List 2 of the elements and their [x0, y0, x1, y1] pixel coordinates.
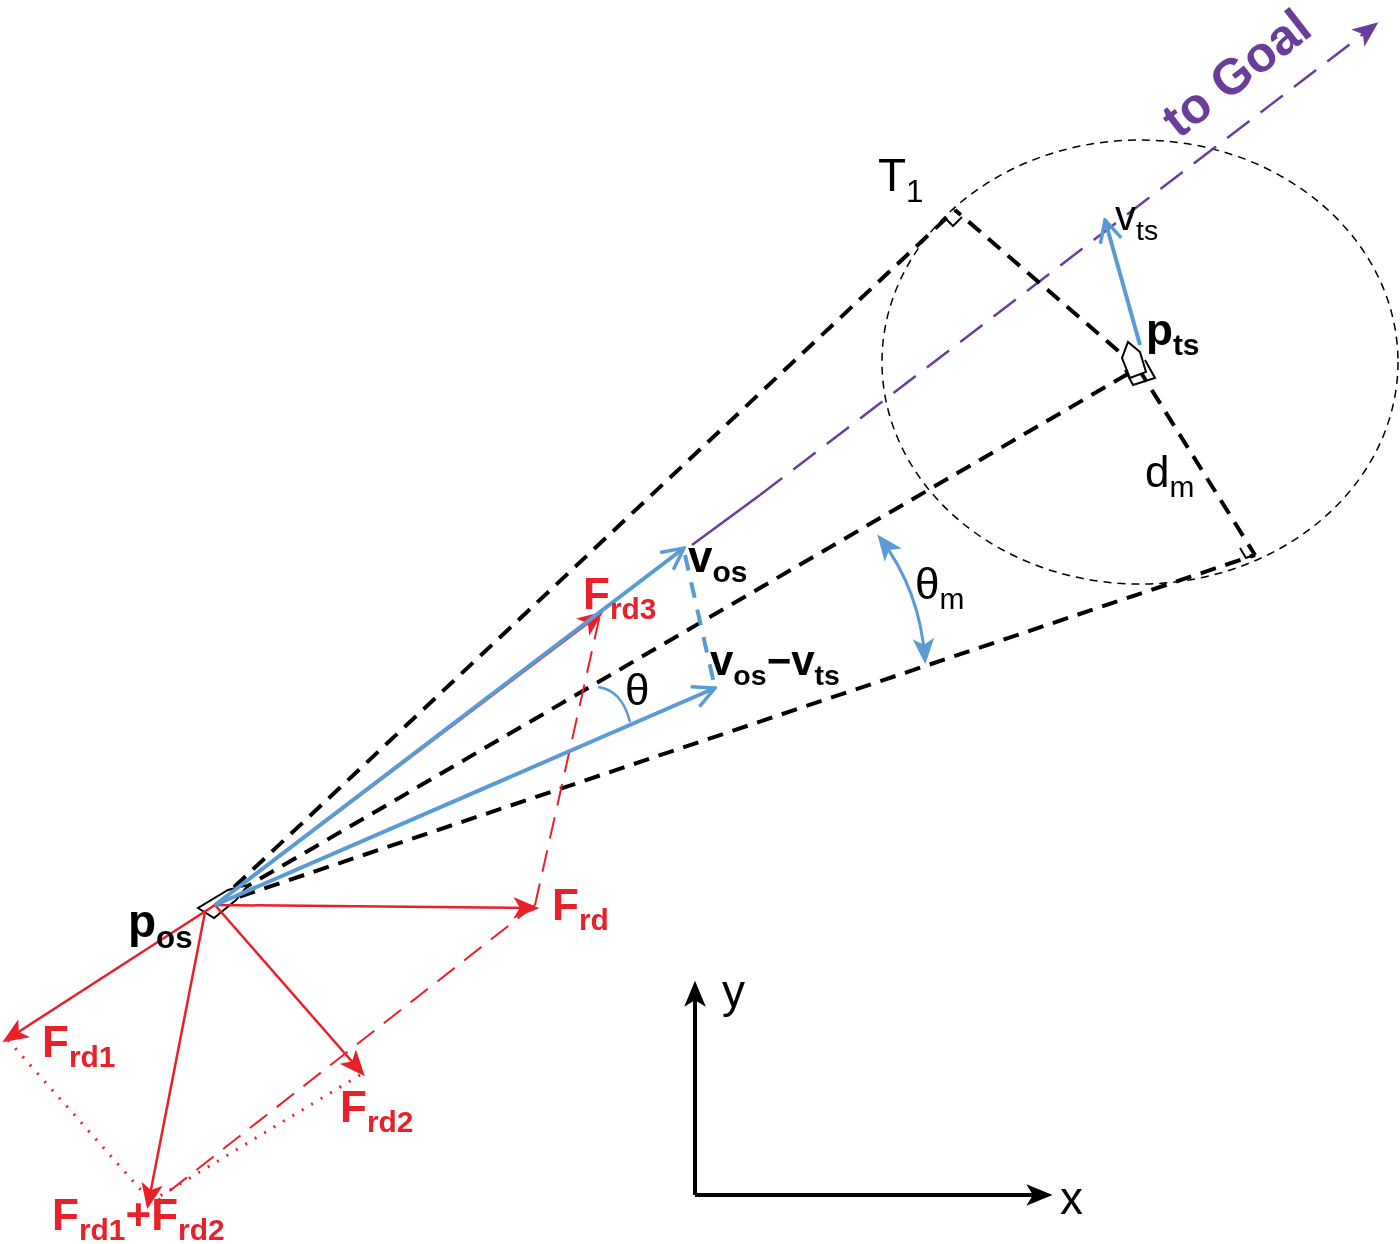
- angle-label: θ: [625, 668, 650, 712]
- axis-label: x: [1060, 1175, 1083, 1221]
